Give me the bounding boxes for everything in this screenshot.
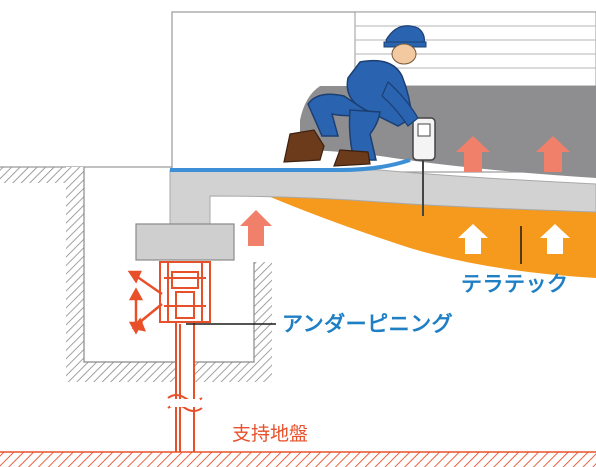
- terratech-label: テラテック: [461, 274, 569, 295]
- footing-block: [136, 224, 234, 260]
- underpinning-label: アンダーピニング: [282, 314, 453, 335]
- bearing-ground-hatch: [0, 452, 596, 467]
- up-arrow-icon: [240, 210, 272, 246]
- jack-motion-arrows: [130, 272, 162, 332]
- bearing-ground-label: 支持地盤: [232, 425, 308, 444]
- pipe-break-mark: [168, 395, 202, 411]
